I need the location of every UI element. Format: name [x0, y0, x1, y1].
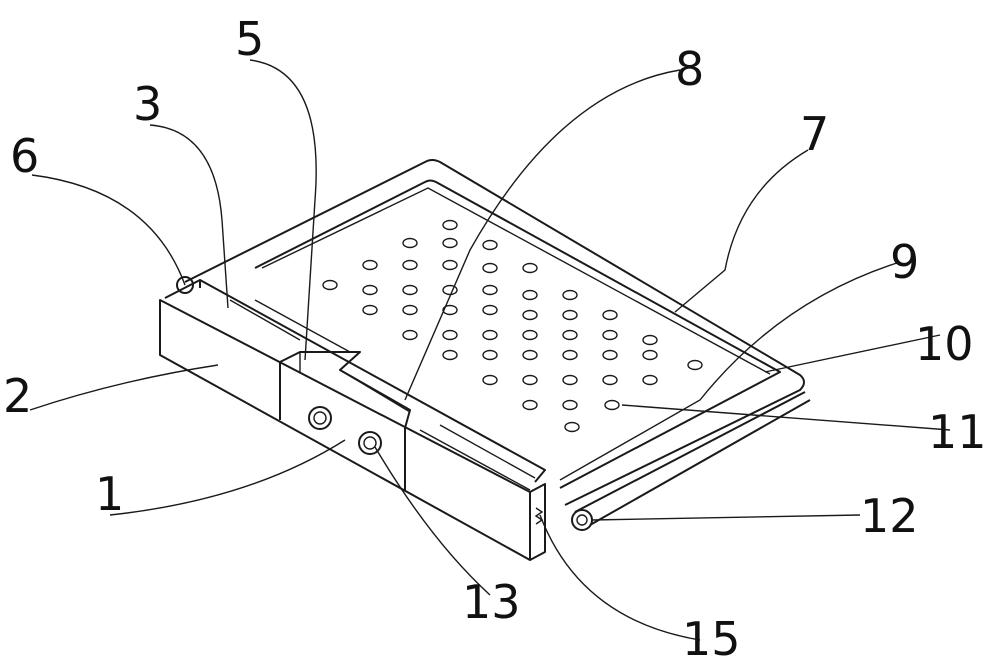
label-7: 7 — [800, 107, 829, 161]
perforation-hole — [443, 351, 457, 360]
label-9: 9 — [890, 235, 919, 289]
perforation-hole — [688, 361, 702, 370]
perforation-hole — [483, 306, 497, 315]
perforation-hole — [363, 261, 377, 270]
perforation-hole — [523, 264, 537, 273]
perforation-hole — [483, 351, 497, 360]
knob-12-inner — [577, 515, 587, 525]
label-15: 15 — [682, 612, 741, 666]
perforation-hole — [563, 291, 577, 300]
perforation-hole — [523, 311, 537, 320]
perforation-hole — [483, 376, 497, 385]
screw-hole-inner — [364, 437, 376, 449]
tray-inner-recess — [255, 181, 780, 489]
perforation-hole — [643, 376, 657, 385]
perforation-hole — [403, 286, 417, 295]
label-5: 5 — [235, 12, 264, 66]
label-3: 3 — [133, 77, 162, 131]
perforation-hole — [483, 331, 497, 340]
perforation-hole — [403, 306, 417, 315]
label-6: 6 — [10, 129, 39, 183]
perforation-hole — [563, 331, 577, 340]
perforation-hole — [323, 281, 337, 290]
perforation-hole — [443, 239, 457, 248]
perforation-hole — [565, 423, 579, 432]
perforation-hole — [363, 286, 377, 295]
label-13: 13 — [462, 575, 521, 629]
perforation-hole — [603, 351, 617, 360]
perforation-hole — [563, 376, 577, 385]
perforation-hole — [443, 221, 457, 230]
perforation-hole — [403, 261, 417, 270]
perforation-hole — [523, 376, 537, 385]
perforation-hole — [563, 401, 577, 410]
perforation-hole — [563, 351, 577, 360]
perforation-hole — [483, 286, 497, 295]
label-11: 11 — [928, 405, 987, 459]
front-bar — [160, 300, 530, 560]
label-10: 10 — [915, 317, 974, 371]
perforation-hole — [483, 241, 497, 250]
screw-hole — [309, 407, 331, 429]
label-1: 1 — [95, 467, 124, 521]
perforation-hole — [403, 239, 417, 248]
perforation-hole — [523, 291, 537, 300]
perforation-hole — [443, 261, 457, 270]
perforation-hole — [403, 331, 417, 340]
label-8: 8 — [675, 42, 704, 96]
perforation-hole — [605, 401, 619, 410]
label-2: 2 — [3, 369, 32, 423]
tray-perforations — [323, 221, 702, 432]
perforation-hole — [523, 401, 537, 410]
perforation-hole — [603, 311, 617, 320]
perforation-hole — [603, 331, 617, 340]
hinge-rod — [575, 392, 810, 525]
perforation-hole — [643, 336, 657, 345]
perforation-hole — [363, 306, 377, 315]
perforation-hole — [643, 351, 657, 360]
perforation-hole — [563, 311, 577, 320]
label-12: 12 — [860, 489, 919, 543]
perforation-hole — [483, 264, 497, 273]
perforation-hole — [443, 286, 457, 295]
perforation-hole — [443, 331, 457, 340]
perforation-hole — [603, 376, 617, 385]
perforation-hole — [523, 331, 537, 340]
perforation-hole — [523, 351, 537, 360]
screw-hole-inner — [314, 412, 326, 424]
knob-12 — [572, 510, 592, 530]
tray-outer-frame — [185, 160, 804, 505]
